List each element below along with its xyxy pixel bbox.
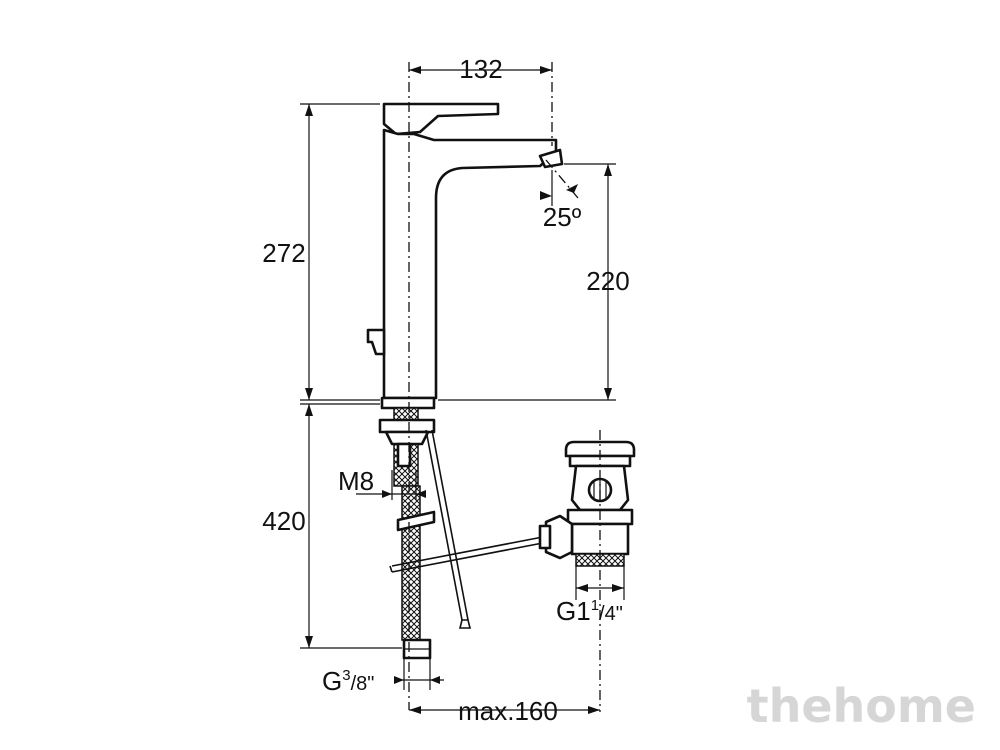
faucet-body	[366, 102, 564, 410]
flexible-hoses	[389, 429, 549, 660]
dim-hose-connection: G3/8"	[322, 666, 374, 696]
dim-waste-connection: G11/4"	[556, 596, 623, 626]
pop-up-waste	[538, 440, 636, 567]
dim-hose-length: 420	[262, 506, 305, 536]
dimension-lines	[300, 66, 625, 714]
dim-spout-reach: 132	[459, 54, 502, 84]
mounting-assembly	[378, 407, 436, 487]
dim-total-height: 272	[262, 238, 305, 268]
dim-spout-angle: 25º	[543, 202, 582, 232]
dim-mount-thread: M8	[338, 466, 374, 496]
dim-spout-height: 220	[586, 266, 629, 296]
watermark: thehome	[747, 679, 976, 733]
dim-max-distance: max.160	[458, 696, 558, 726]
